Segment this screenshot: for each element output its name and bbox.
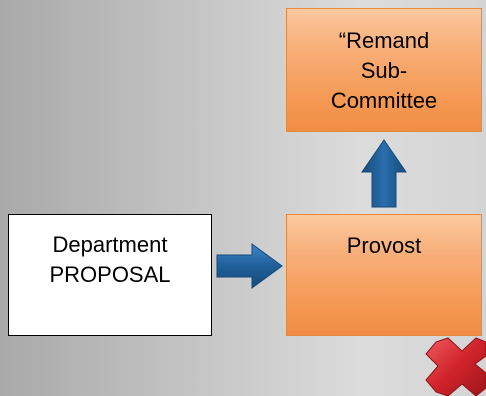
remand-box-line: Sub-	[360, 58, 408, 83]
remand-box-line: Committee	[330, 88, 438, 113]
department-box-line: Department	[52, 232, 168, 257]
up-arrow-icon	[361, 139, 407, 208]
remand-subcommittee-box: “Remand Sub- Committee	[286, 8, 482, 132]
provost-box-label: Provost	[346, 233, 422, 258]
right-arrow-icon	[216, 243, 283, 289]
remand-box-line: “Remand	[338, 28, 430, 53]
department-box-line: PROPOSAL	[49, 262, 171, 287]
provost-box: Provost	[286, 214, 482, 336]
department-proposal-box: Department PROPOSAL	[8, 214, 212, 336]
red-x-icon	[425, 337, 486, 396]
